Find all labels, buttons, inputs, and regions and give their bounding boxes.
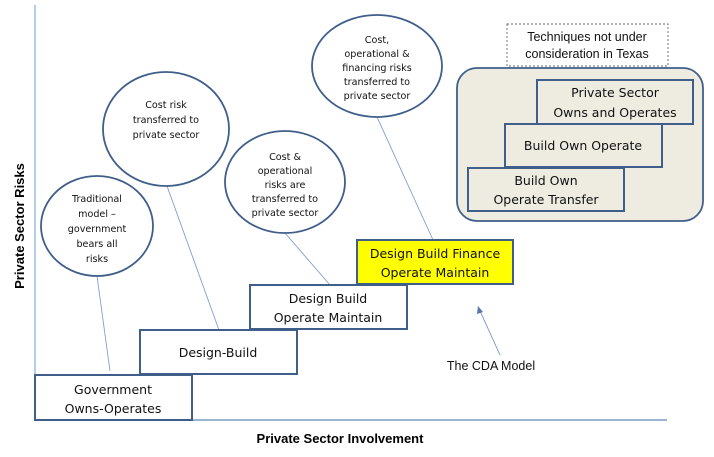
technique-line: Private Sector [571,85,660,100]
bubble-cost-risk: Cost risk transferred to private sector [102,71,230,187]
bubble-line: risks are [265,180,306,191]
model-box-line: Design Build [289,291,368,306]
bubble-line: private sector [344,91,411,102]
bubble-line: Cost, [365,35,389,46]
cda-label: The CDA Model [447,359,535,373]
bubble-line: transferred to [133,115,199,126]
model-box-line: Design-Build [179,345,258,360]
technique-box-build-own-operate[interactable]: Build Own Operate [504,123,663,168]
model-box-line: Operate Maintain [274,310,383,325]
bubble-line: private sector [252,208,319,219]
model-box-government-owns-operates[interactable]: Government Owns-Operates [34,374,193,421]
model-box-line: Owns-Operates [65,401,162,416]
technique-box-private-sector-owns-operates[interactable]: Private Sector Owns and Operates [536,79,694,125]
bubble-line: transferred to [252,194,318,205]
technique-line: Operate Transfer [493,192,599,207]
bubble-line: bears all [76,239,117,250]
bubble-line: Cost & [269,152,301,163]
excluded-techniques-caption: Techniques not under consideration in Te… [506,23,669,67]
model-box-line: Design Build Finance [370,246,501,261]
bubble-line: Traditional [71,194,122,205]
model-box-design-build-finance-operate-maintain[interactable]: Design Build Finance Operate Maintain [356,239,514,285]
x-axis-label: Private Sector Involvement [257,431,425,446]
y-axis-label: Private Sector Risks [12,163,27,289]
bubble-line: operational & [344,49,410,60]
bubble-traditional-model: Traditional model – government bears all… [40,175,154,277]
connector-traditional [96,275,111,372]
model-box-line: Operate Maintain [381,265,490,280]
bubble-line: transferred to [344,77,410,88]
model-box-design-build[interactable]: Design-Build [139,329,298,375]
cda-arrow [479,310,501,356]
cda-arrowhead [477,306,483,314]
caption-line: consideration in Texas [525,47,648,61]
bubble-line: private sector [133,130,200,141]
bubble-line: operational [258,166,313,177]
bubble-line: government [68,224,127,235]
bubble-line: model – [78,209,116,220]
bubble-line: financing risks [342,63,411,74]
connector-cost-operational-financing [376,116,434,241]
caption-line: Techniques not under [527,30,647,44]
bubble-line: Cost risk [145,100,187,111]
model-box-line: Government [74,382,152,397]
technique-line: Build Own Operate [524,138,642,153]
bubble-cost-operational: Cost & operational risks are transferred… [224,130,346,234]
technique-box-build-own-operate-transfer[interactable]: Build Own Operate Transfer [467,167,625,212]
bubble-cost-operational-financing: Cost, operational & financing risks tran… [311,14,443,118]
connector-cost-operational [284,232,331,286]
connector-cost-risk [166,185,220,331]
bubble-line: risks [86,254,108,265]
technique-line: Build Own [514,173,577,188]
model-box-design-build-operate-maintain[interactable]: Design Build Operate Maintain [249,284,408,330]
technique-line: Owns and Operates [553,105,676,120]
